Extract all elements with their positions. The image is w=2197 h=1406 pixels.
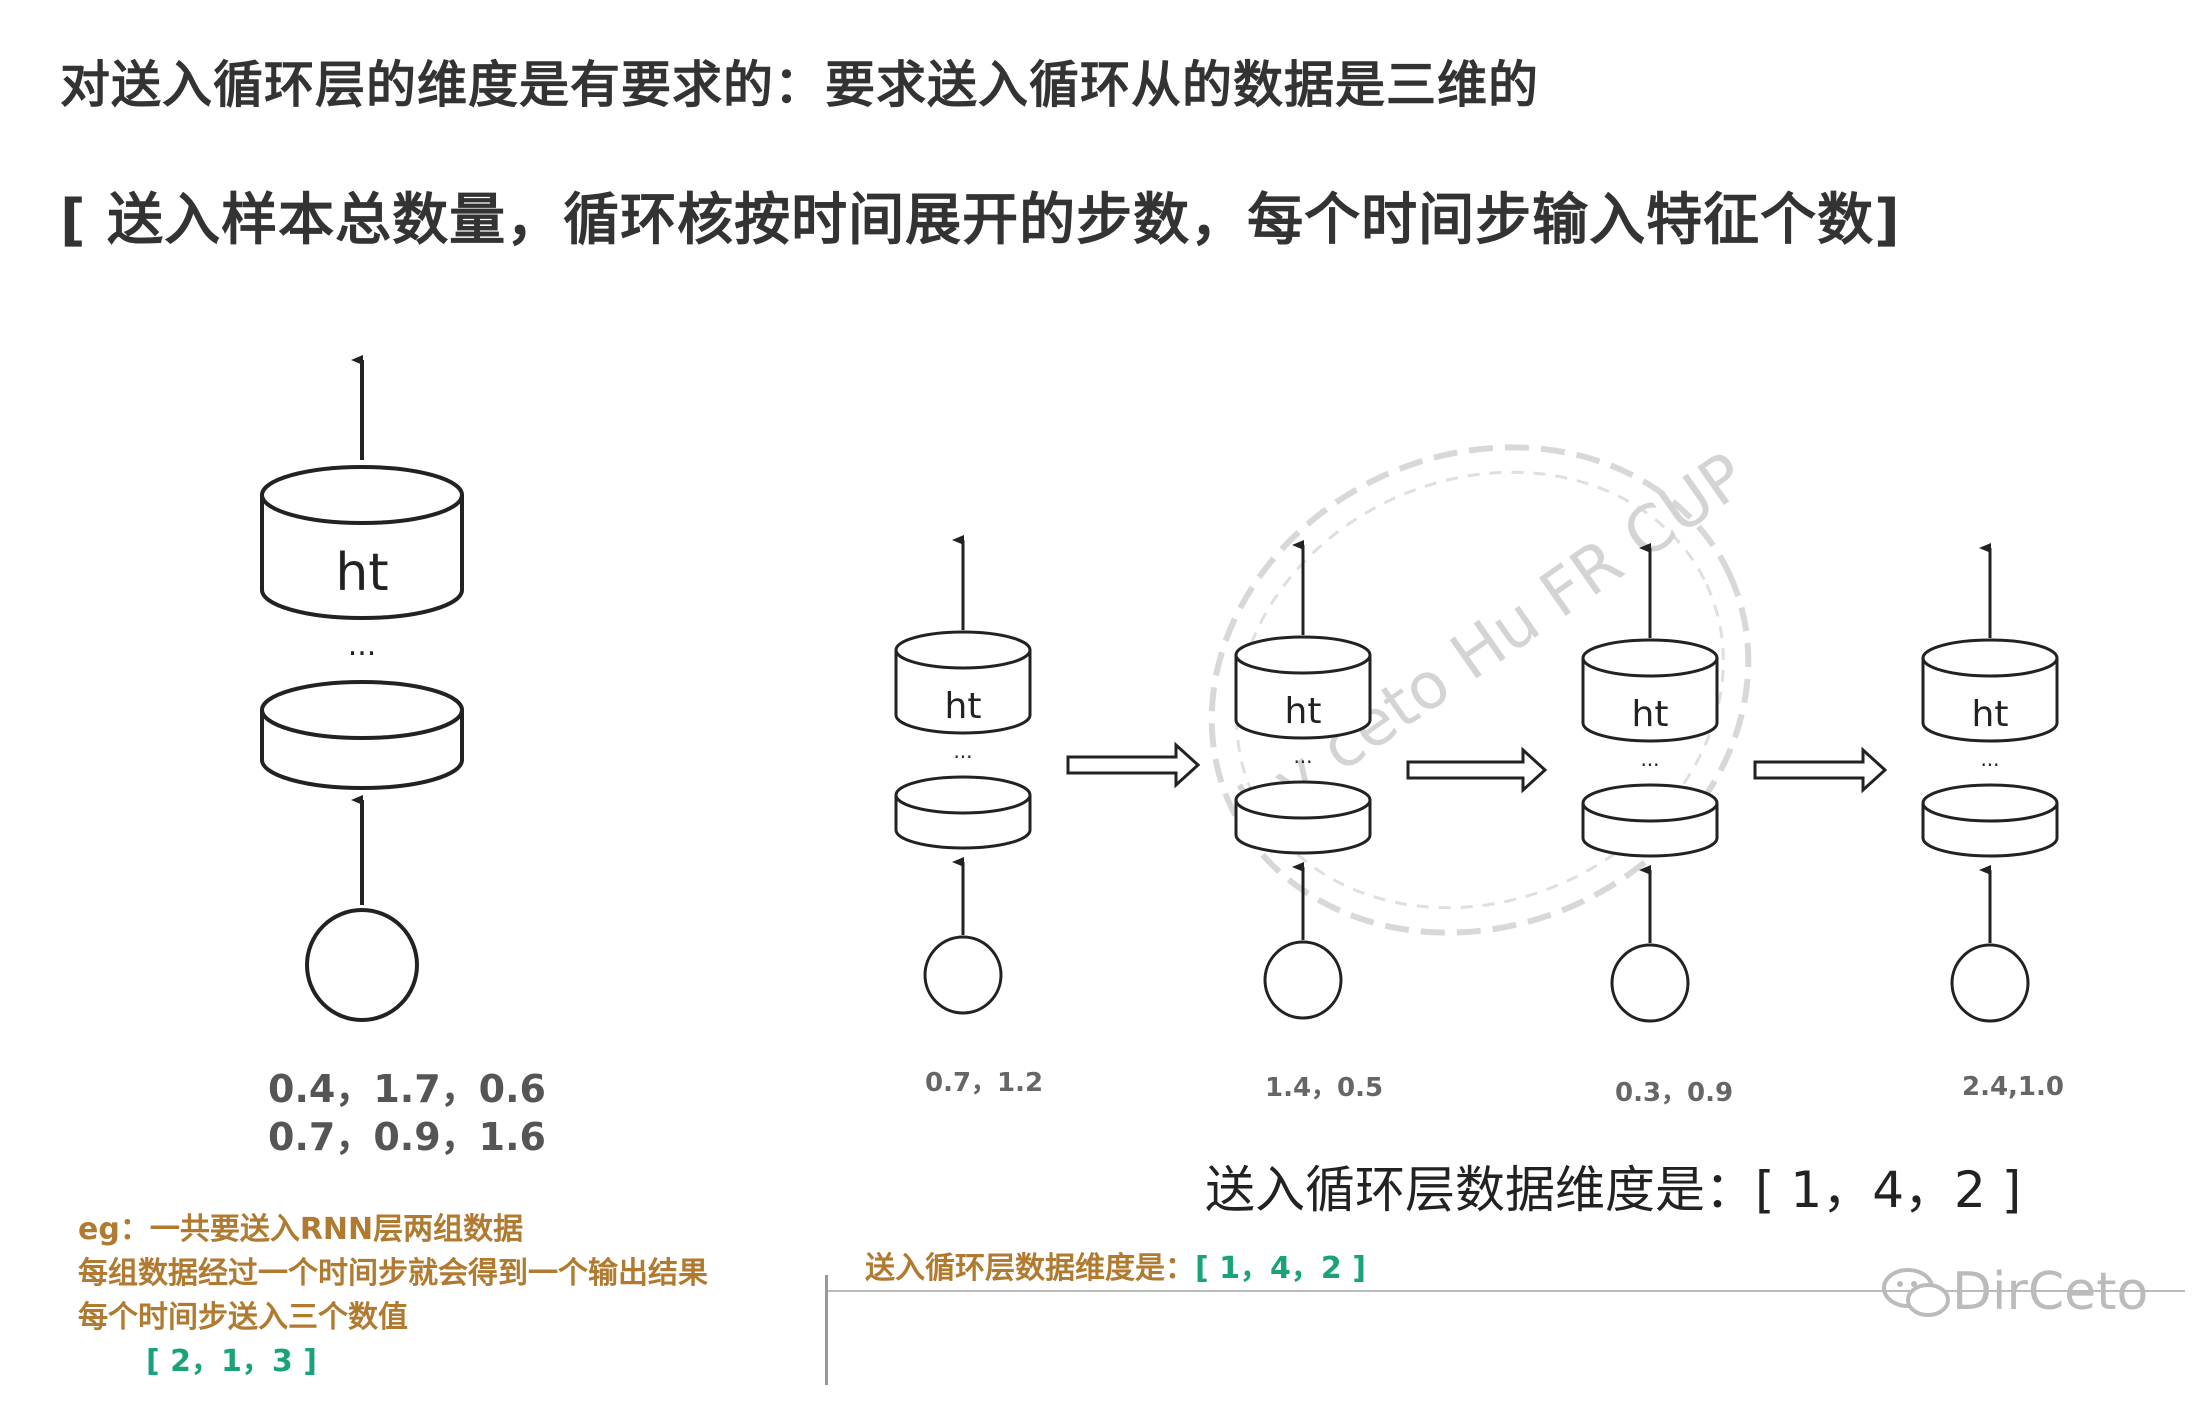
time-step-cell: ht... xyxy=(894,535,1032,1015)
hidden-layer-bottom-cap xyxy=(1234,780,1372,820)
cell-label: ht xyxy=(1972,694,2009,735)
note-line: eg：一共要送入RNN层两组数据 xyxy=(78,1212,524,1247)
hidden-layer-top xyxy=(894,650,1032,735)
cell-label: ht xyxy=(1632,694,1669,735)
unrolled-steps: ht...ht...ht...ht... xyxy=(894,535,2059,1023)
logo: DirCeto xyxy=(1880,1262,2148,1322)
time-flow-arrow xyxy=(1066,741,1201,789)
ellipsis: ... xyxy=(1293,744,1312,768)
time-step-cell: ht... xyxy=(1921,543,2059,1023)
time-step-cell: ht... xyxy=(1581,543,1719,1023)
time-flow-arrow xyxy=(1753,746,1888,794)
step-value: 0.3，0.9 xyxy=(1615,1078,1734,1108)
heading-dimensions: [ 送入样本总数量，循环核按时间展开的步数，每个时间步输入特征个数] xyxy=(60,188,1901,253)
cell-label: ht xyxy=(945,686,982,727)
hidden-layer-top-cap xyxy=(1921,638,2059,678)
left-value-row: 0.4，1.7，0.6 xyxy=(268,1067,546,1111)
time-flow-arrow xyxy=(1406,746,1548,794)
rnn-cell-large: ht ... xyxy=(260,355,464,1022)
cell-label: ht xyxy=(335,543,388,603)
hidden-layer-bottom-cap xyxy=(1581,783,1719,823)
divider-line xyxy=(825,1290,2185,1292)
input-circle xyxy=(1263,940,1343,1020)
cell-label: ht xyxy=(1285,691,1322,732)
dimension-small-label: 送入循环层数据维度是： xyxy=(865,1251,1195,1286)
step-value: 0.7，1.2 xyxy=(925,1068,1044,1098)
hidden-layer-top xyxy=(1921,658,2059,743)
logo-text: DirCeto xyxy=(1952,1262,2149,1322)
dimension-small-value: [ 1，4，2 ] xyxy=(1195,1251,1366,1286)
example-note: eg：一共要送入RNN层两组数据 每组数据经过一个时间步就会得到一个输出结果 每… xyxy=(78,1208,708,1384)
dimension-caption-small: 送入循环层数据维度是：[ 1，4，2 ] xyxy=(865,1243,1366,1287)
time-step-cell: ht... xyxy=(1234,540,1372,1020)
hidden-layer-top-cap xyxy=(1581,638,1719,678)
dimension-caption: 送入循环层数据维度是：[ 1，4，2 ] xyxy=(1205,1161,2022,1219)
hidden-layer-top xyxy=(1234,655,1372,740)
ellipsis: ... xyxy=(953,739,972,763)
input-circle xyxy=(923,935,1003,1015)
hidden-layer-top-cap xyxy=(1234,635,1372,675)
ellipsis: ... xyxy=(348,628,377,663)
heading-requirement: 对送入循环层的维度是有要求的：要求送入循环从的数据是三维的 xyxy=(60,56,1539,114)
hidden-layer-bottom-cap xyxy=(894,775,1032,815)
step-value: 1.4，0.5 xyxy=(1265,1073,1384,1103)
hidden-layer-top-cap xyxy=(894,630,1032,670)
ellipsis: ... xyxy=(1640,747,1659,771)
note-line: 每组数据经过一个时间步就会得到一个输出结果 xyxy=(78,1256,708,1291)
input-circle xyxy=(305,908,419,1022)
left-values: 0.4，1.7，0.6 0.7，0.9，1.6 xyxy=(268,1065,546,1161)
divider-vertical xyxy=(825,1275,828,1385)
hidden-layer-bottom-cap xyxy=(1921,783,2059,823)
hidden-layer-top xyxy=(1581,658,1719,743)
note-dims: [ 2，1，3 ] xyxy=(146,1344,317,1379)
step-value: 2.4,1.0 xyxy=(1962,1072,2064,1102)
left-value-row: 0.7，0.9，1.6 xyxy=(268,1115,546,1159)
input-circle xyxy=(1950,943,2030,1023)
ellipsis: ... xyxy=(1980,747,1999,771)
note-line: 每个时间步送入三个数值 xyxy=(78,1300,408,1335)
input-circle xyxy=(1610,943,1690,1023)
chat-bubbles-icon xyxy=(1882,1268,1950,1317)
